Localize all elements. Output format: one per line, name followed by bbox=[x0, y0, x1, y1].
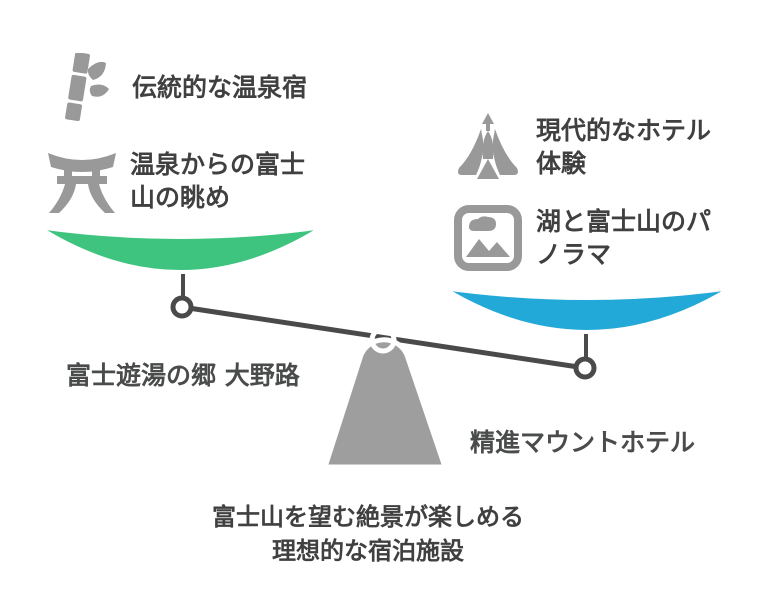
bamboo-icon bbox=[46, 53, 122, 121]
caption: 富士山を望む絶景が楽しめる 理想的な宿泊施設 bbox=[212, 503, 524, 565]
feature-text: 湖と富士山のパ ノラマ bbox=[536, 207, 712, 269]
left-feature-2: 温泉からの富士 山の眺め bbox=[44, 146, 335, 216]
left-pan bbox=[36, 225, 325, 274]
fulcrum-pivot-hole bbox=[369, 326, 397, 354]
fulcrum bbox=[322, 337, 448, 470]
feature-text: 現代的なホテル 体験 bbox=[536, 116, 712, 178]
left-pan-label: 富士遊湯の郷 大野路 bbox=[66, 361, 300, 390]
picture-icon bbox=[450, 205, 526, 271]
left-hanger-ring bbox=[170, 295, 194, 319]
left-feature-1: 伝統的な温泉宿 bbox=[46, 52, 337, 122]
right-pan bbox=[441, 286, 733, 334]
torii-icon bbox=[44, 147, 120, 215]
right-hanger-ring bbox=[573, 356, 597, 380]
right-feature-2: 湖と富士山のパ ノラマ bbox=[450, 203, 741, 273]
feature-text: 伝統的な温泉宿 bbox=[132, 72, 308, 102]
right-feature-1: 現代的なホテル 体験 bbox=[450, 112, 741, 182]
feature-text: 温泉からの富士 山の眺め bbox=[130, 150, 306, 212]
fountain-icon bbox=[450, 113, 526, 181]
right-pan-label: 精進マウントホテル bbox=[470, 428, 696, 457]
